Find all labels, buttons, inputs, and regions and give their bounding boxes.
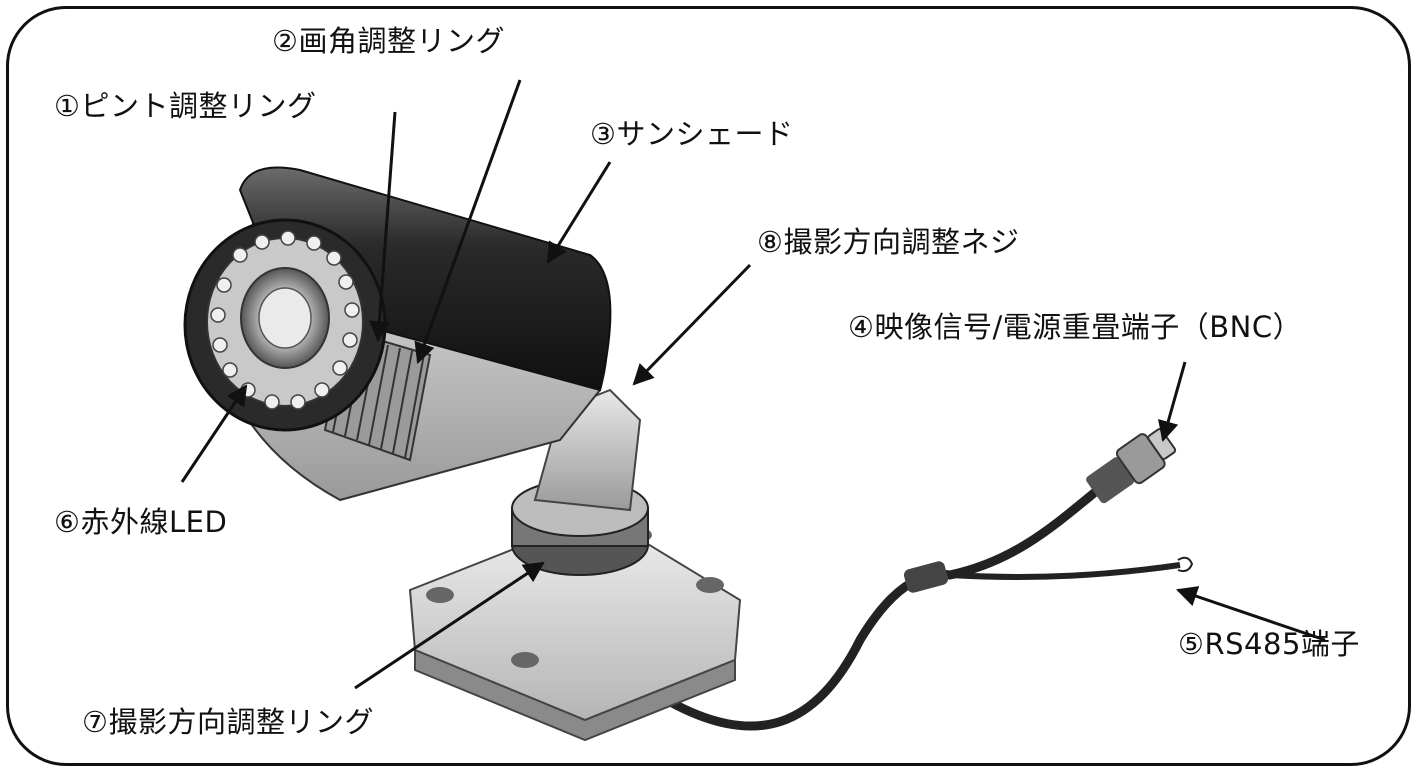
arrow-zoom-ring [414, 79, 522, 364]
leader-lines [180, 79, 1326, 690]
cable [645, 475, 1115, 731]
rs485-wire-end [1177, 556, 1194, 573]
arrow-focus-ring [368, 111, 397, 343]
label-ir-led: ⑥赤外線LED [54, 505, 228, 539]
label-zoom-ring: ②画角調整リング [272, 24, 505, 58]
label-rs485-terminal: ⑤RS485端子 [1178, 627, 1360, 661]
label-video-terminal: ④映像信号/電源重畳端子（BNC） [848, 310, 1303, 344]
bnc-connector [1086, 428, 1177, 504]
label-direction-screw: ⑧撮影方向調整ネジ [757, 225, 1020, 259]
arrow-rs485 [1176, 586, 1326, 642]
label-direction-ring: ⑦撮影方向調整リング [82, 705, 374, 739]
rs485-wire [949, 562, 1181, 580]
arrow-video-terminal [1158, 361, 1187, 443]
arrow-sunshade [546, 161, 612, 264]
diagram-frame [6, 6, 1411, 766]
label-sunshade: ③サンシェード [590, 117, 794, 151]
arrow-ir-led [180, 384, 248, 483]
arrow-direction-ring [354, 561, 545, 690]
label-focus-ring: ①ピント調整リング [54, 89, 317, 123]
arrow-direction-screw [632, 263, 752, 386]
ir-leds [210, 230, 360, 410]
cable-splitter [903, 561, 949, 593]
